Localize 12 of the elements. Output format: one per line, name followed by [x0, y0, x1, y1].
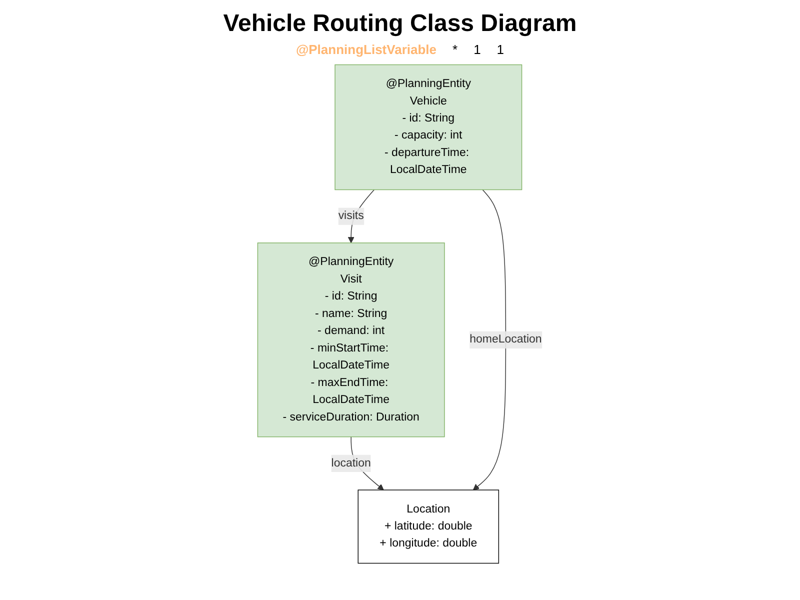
- multiplicity-label: 1: [474, 42, 481, 57]
- edge-label: visits: [338, 210, 364, 222]
- node-box: @PlanningEntity Visit - id: String - name: String - demand: int - minStartTime: LocalDateTime - maxEndTime: LocalDateTime - serviceDuration: Duration: [258, 242, 446, 438]
- node-box: Location + latitude: double + longitude: double: [358, 490, 500, 564]
- multiplicity-label: *: [452, 42, 458, 57]
- multiplicity-label: 1: [496, 42, 504, 57]
- annotation-label: @PlanningListVariable: [296, 42, 436, 57]
- edge-label: location: [332, 456, 372, 470]
- edge-label: homeLocation: [470, 333, 542, 346]
- arrow: [473, 189, 506, 490]
- diagram-title: Vehicle Routing Class Diagram: [222, 10, 578, 38]
- node-box: @PlanningEntity Vehicle - id: String - capacity: int - departureTime: LocalDateTime: [334, 64, 522, 190]
